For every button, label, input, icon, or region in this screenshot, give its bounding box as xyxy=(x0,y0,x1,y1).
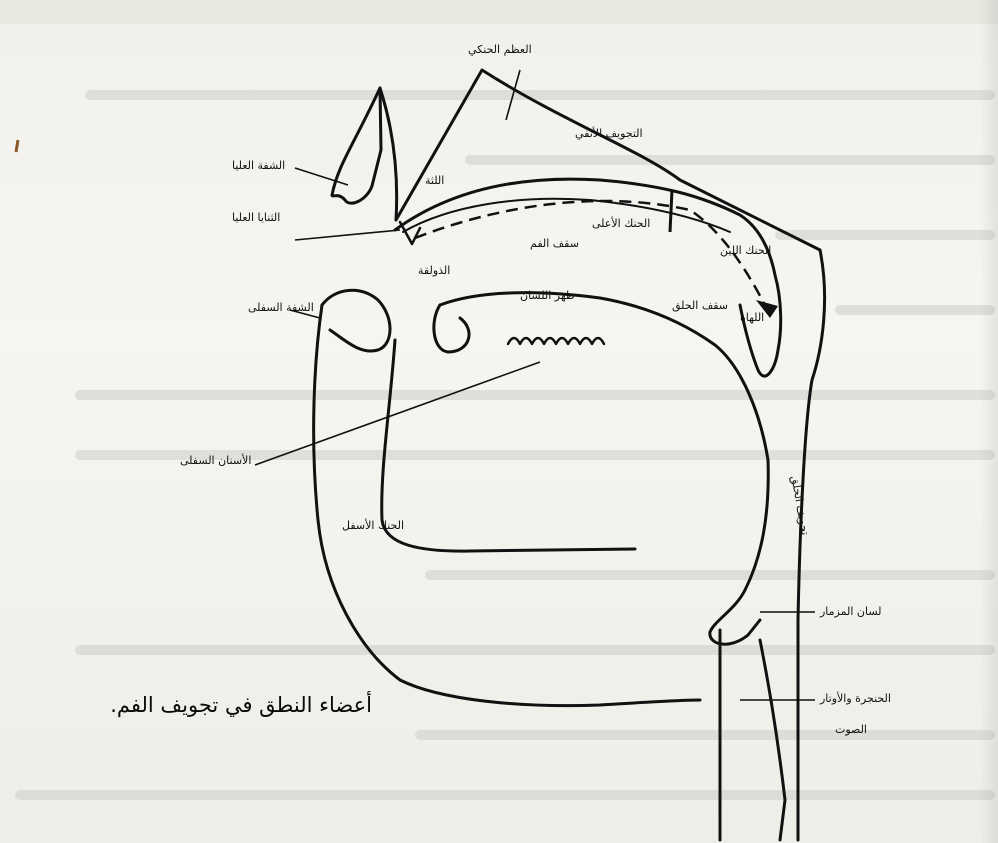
lower-jaw xyxy=(314,305,700,706)
label-nasal-cavity: التجويف الأنفي xyxy=(575,128,643,139)
nasal-palate-outline xyxy=(332,88,381,203)
leader-lines xyxy=(255,70,815,700)
label-tongue-back: ظهر اللسان xyxy=(520,290,575,301)
label-lower-jaw: الحنك الأسفل xyxy=(342,520,404,531)
pharynx-back-wall xyxy=(798,250,825,620)
label-upper-lip: الشفة العليا xyxy=(232,160,285,171)
larynx xyxy=(720,620,798,840)
label-lower-lip: الشفة السفلى xyxy=(248,302,314,313)
epiglottis xyxy=(710,460,768,644)
tongue-surface xyxy=(440,293,768,460)
label-throat-roof: سقف الحلق xyxy=(672,300,728,311)
page-mark xyxy=(16,140,18,152)
label-lower-teeth: الأسنان السفلى xyxy=(180,455,251,466)
label-tongue-tip: الذولقة xyxy=(418,265,450,276)
figure-caption: أعضاء النطق في تجويف الفم. xyxy=(110,693,372,717)
teeth-lower xyxy=(508,338,604,344)
scan-edge-shadow xyxy=(980,0,998,843)
tongue-tip xyxy=(434,305,469,352)
lower-lip xyxy=(322,290,390,351)
label-mouth-roof: سقف الفم xyxy=(530,238,579,249)
tongue-floor xyxy=(382,340,635,551)
label-hard-palate: الحنك الأعلى xyxy=(592,218,650,229)
label-larynx-line2: الصوت xyxy=(835,724,867,735)
soft-palate-uvula xyxy=(740,275,781,376)
label-uvula: اللهاة xyxy=(740,312,764,323)
label-upper-incisors: الثنايا العليا xyxy=(232,212,280,223)
label-soft-palate: الحنك اللين xyxy=(720,245,771,256)
label-palatal-bone: العظم الحنكي xyxy=(468,44,532,55)
label-larynx-line1: الحنجرة والأوتار xyxy=(820,693,891,704)
label-ridge: اللثة xyxy=(425,175,444,186)
label-epiglottis: لسان المزمار xyxy=(820,606,881,617)
